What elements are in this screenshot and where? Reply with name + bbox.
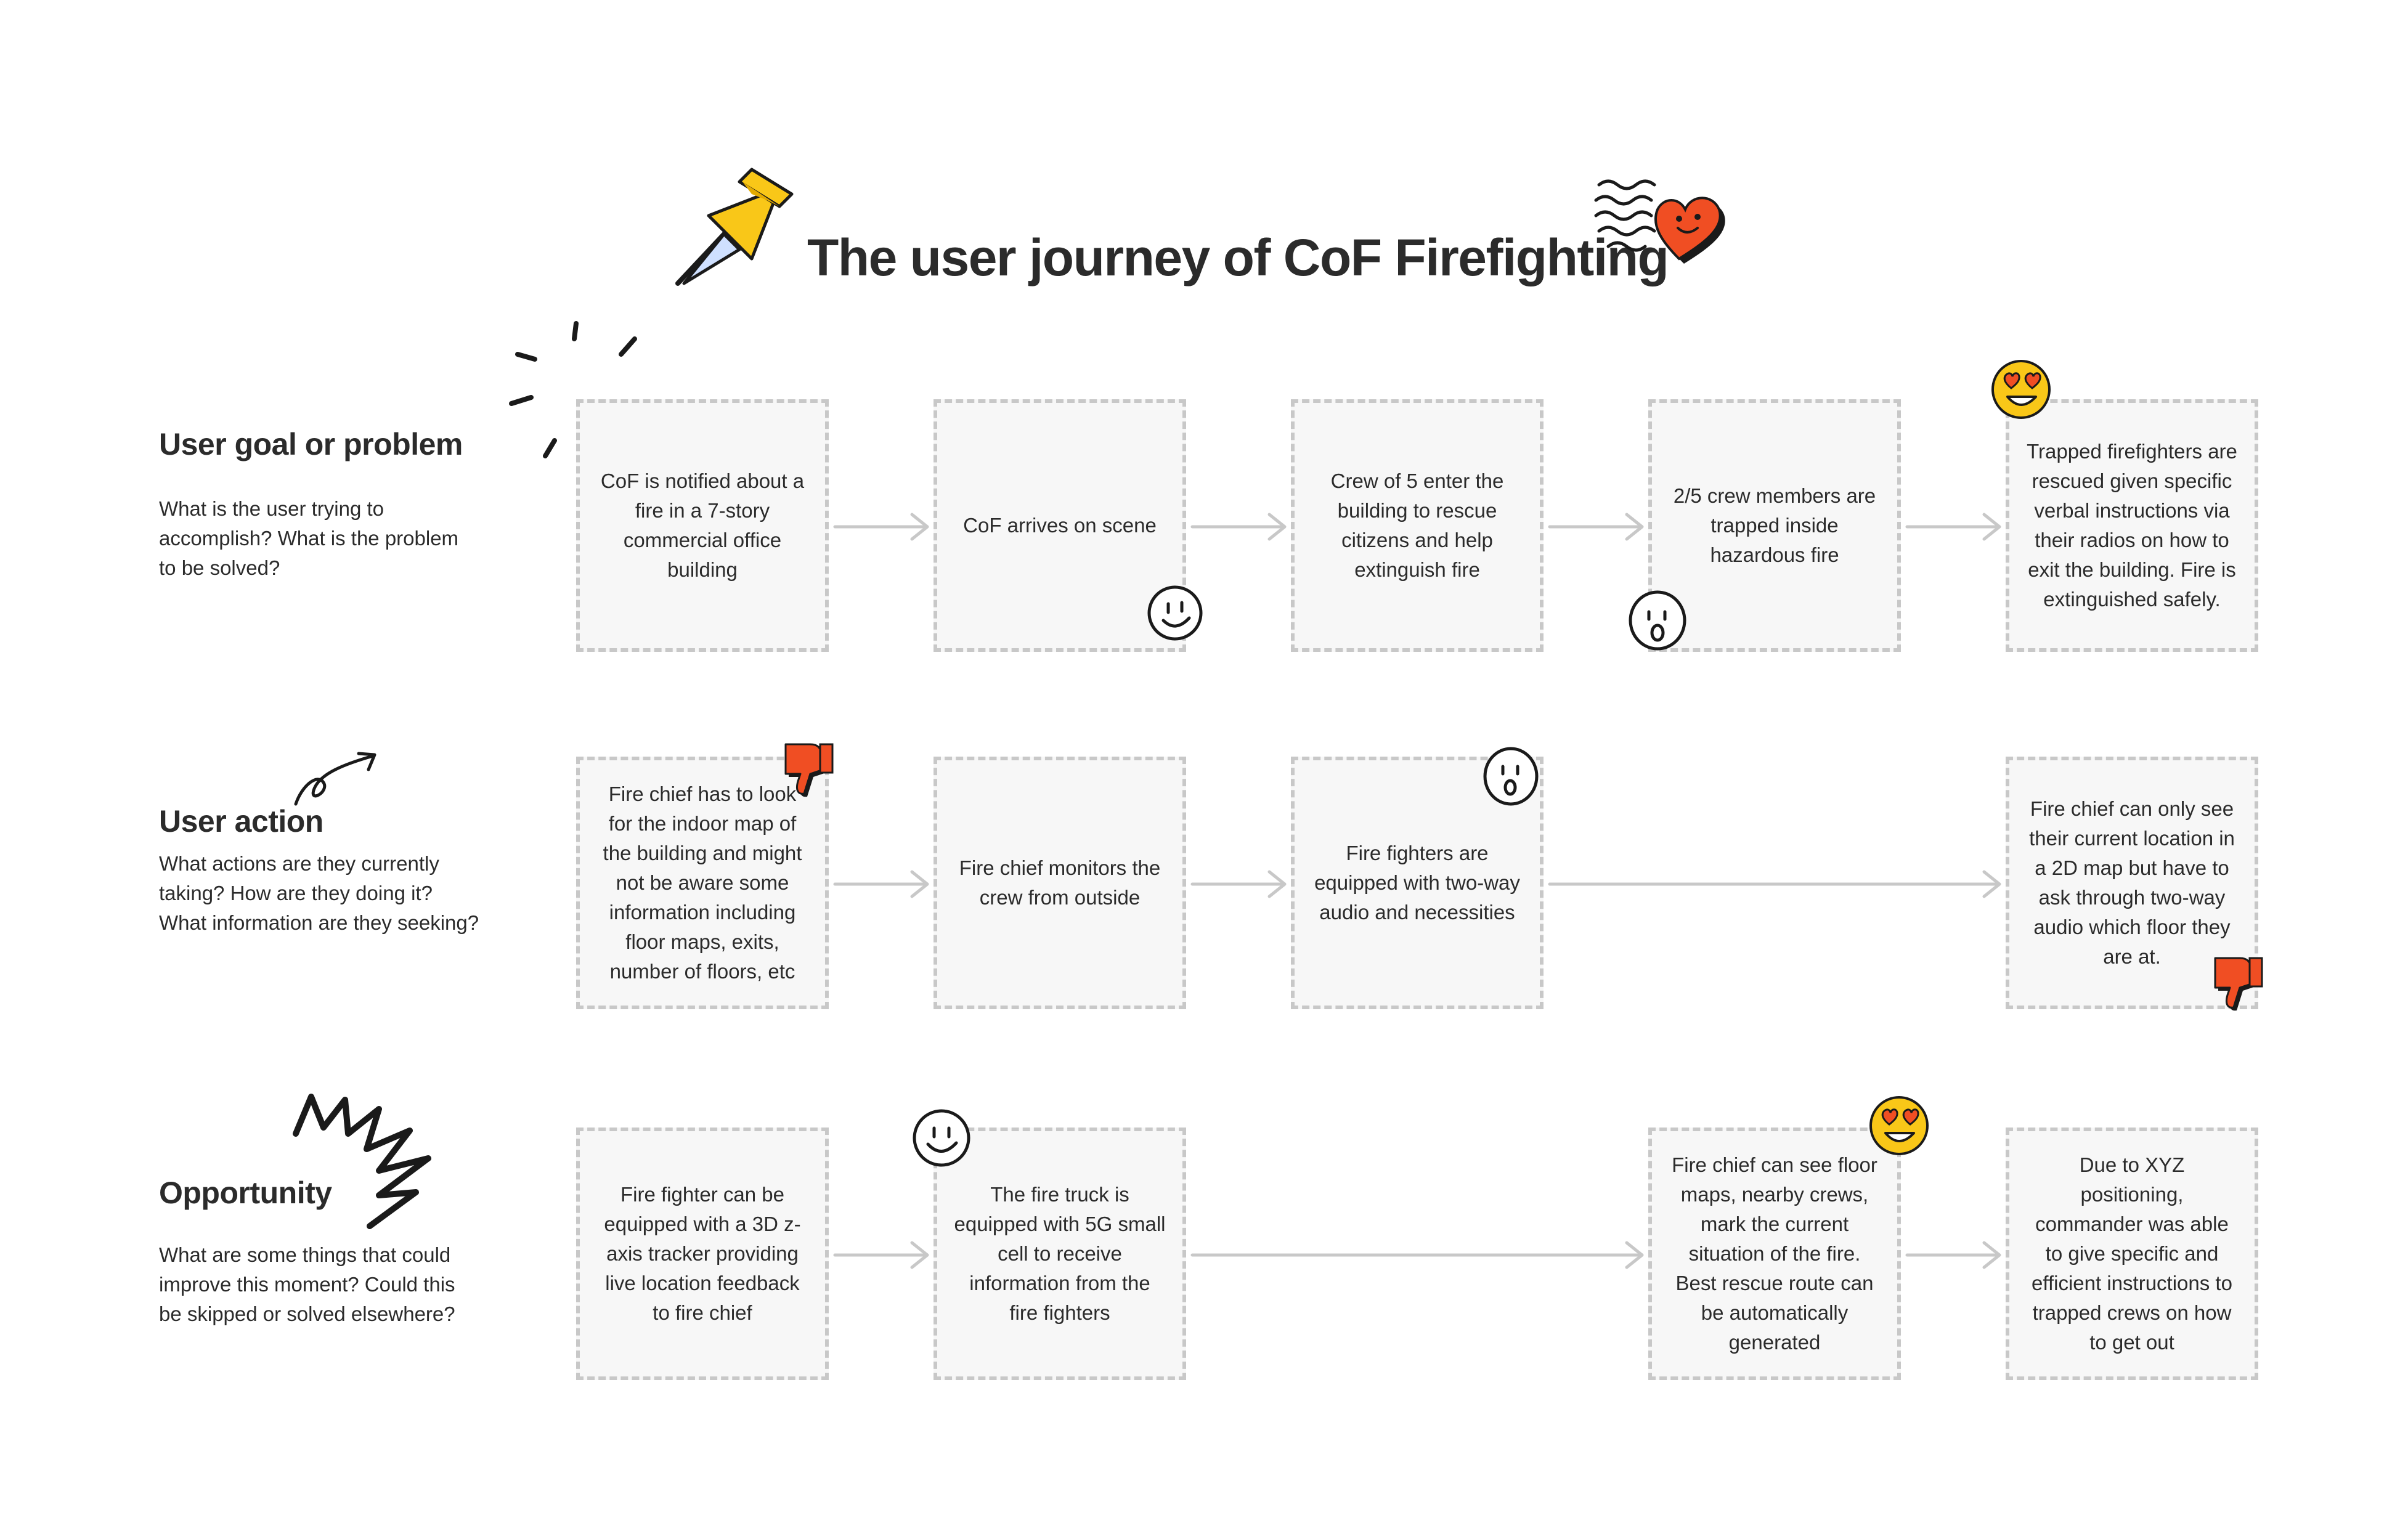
row-heading-opportunity: Opportunity [159,1176,332,1210]
heart-eyes-emoji [1869,1096,1929,1155]
heart-eyes-emoji [1991,360,2051,419]
row-heading-goal: User goal or problem [159,427,463,461]
burst-doodle [509,321,637,458]
card-opportunity-2: The fire truck is equipped with 5G small… [934,1128,1186,1380]
surprised-face-icon [1629,590,1686,651]
card-opportunity-1: Fire fighter can be equipped with a 3D z… [576,1128,829,1380]
card-action-2: Fire chief monitors the crew from outsid… [934,757,1186,1009]
arrow-action-3 [1548,870,2001,898]
card-goal-1: CoF is notified about a fire in a 7-stor… [576,399,829,652]
arrow-action-2 [1190,870,1287,898]
arrow-goal-1 [833,513,929,541]
arrow-opportunity-3 [1905,1241,2001,1269]
arrow-doodle [294,752,376,806]
row-description-action: What actions are they currently taking? … [159,852,479,934]
card-goal-5: Trapped firefighters are rescued given s… [2006,399,2258,652]
pushpin-icon [675,168,794,286]
thumbs-down-icon [2214,957,2263,1011]
heart-stamp-icon [1594,179,1725,264]
card-goal-2: CoF arrives on scene [934,399,1186,652]
thumbs-down-icon [784,743,834,797]
card-opportunity-3: Fire chief can see floor maps, nearby cr… [1648,1128,1901,1380]
arrow-goal-2 [1190,513,1287,541]
card-goal-4: 2/5 crew members are trapped inside haza… [1648,399,1901,652]
smiley-icon [1147,585,1203,641]
card-goal-3: Crew of 5 enter the building to rescue c… [1291,399,1544,652]
row-heading-action: User action [159,804,323,839]
card-opportunity-4: Due to XYZ positioning, commander was ab… [2006,1128,2258,1380]
arrow-opportunity-2 [1190,1241,1644,1269]
arrow-opportunity-1 [833,1241,929,1269]
arrow-goal-4 [1905,513,2001,541]
row-description-goal: What is the user trying to accomplish? W… [159,497,459,579]
smiley-icon [913,1109,970,1167]
squiggle-doodle [293,1094,431,1229]
arrow-goal-3 [1548,513,1644,541]
row-description-opportunity: What are some things that could improve … [159,1243,455,1325]
surprised-face-icon [1483,747,1539,806]
page-title: The user journey of CoF Firefighting [807,229,1669,286]
arrow-action-1 [833,870,929,898]
card-action-1: Fire chief has to look for the indoor ma… [576,757,829,1009]
